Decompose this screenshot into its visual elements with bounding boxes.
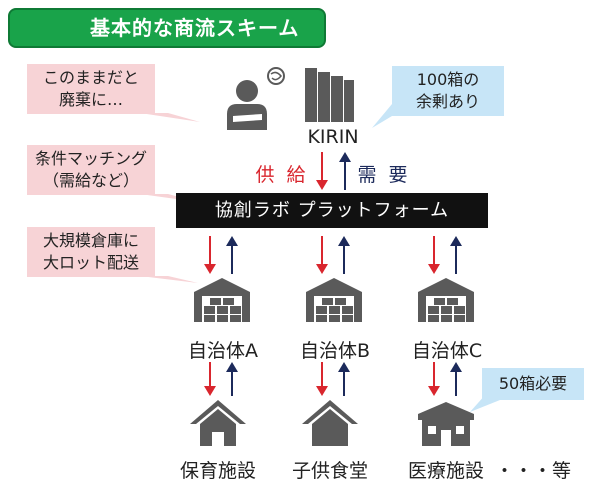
supply-label: 供 給 — [255, 164, 309, 186]
warehouse-callout-line1: 大規模倉庫に — [42, 231, 139, 250]
nursery-label: 保育施設 — [179, 460, 256, 482]
need-callout: 50箱必要 — [482, 368, 584, 400]
platform-warehouse-arrows — [204, 236, 462, 274]
warehouse-icon-a — [194, 278, 250, 322]
warehouse-callout-line2: 大ロット配送 — [42, 253, 139, 272]
surplus-callout-line2: 余剰あり — [415, 92, 480, 111]
waste-callout-tail — [140, 113, 200, 122]
etc-label: ・・・等 — [494, 460, 571, 482]
waste-callout-line1: このままだと — [42, 68, 139, 87]
demand-arrow-head — [339, 152, 351, 162]
warehouse-icon-b — [306, 278, 362, 322]
nursery-house-icon — [190, 400, 246, 446]
page-title: 基本的な商流スキーム — [8, 8, 326, 48]
waste-callout-line2: 廃棄に… — [58, 90, 123, 109]
need-callout-text: 50箱必要 — [498, 374, 568, 393]
cafeteria-label: 子供食堂 — [291, 460, 368, 482]
kirin-building-icon — [305, 68, 354, 122]
kirin-label: KIRIN — [307, 126, 359, 148]
worried-person-icon — [227, 67, 285, 130]
warehouse-icon-c — [418, 278, 474, 322]
need-callout-tail — [470, 394, 500, 412]
warehouse-callout-tail — [140, 276, 198, 283]
warehouse-callout: 大規模倉庫に大ロット配送 — [27, 227, 155, 277]
waste-callout: このままだと廃棄に… — [27, 64, 155, 114]
municipality-c-label: 自治体C — [411, 340, 483, 362]
matching-callout-line1: 条件マッチング — [34, 149, 147, 168]
clinic-label: 医療施設 — [407, 460, 484, 482]
surplus-callout-line1: 100箱の — [416, 70, 480, 89]
municipality-b-label: 自治体B — [299, 340, 371, 362]
cafeteria-house-icon — [302, 400, 358, 446]
demand-label: 需 要 — [357, 164, 411, 186]
surplus-callout-tail — [372, 104, 392, 128]
matching-callout-line2: （需給など） — [42, 171, 139, 190]
platform-bar: 協創ラボ プラットフォーム — [176, 193, 488, 228]
surplus-callout: 100箱の余剰あり — [392, 66, 504, 116]
supply-arrow-head — [316, 180, 328, 190]
municipality-facility-arrows — [204, 362, 462, 396]
municipality-a-label: 自治体A — [188, 340, 258, 362]
matching-callout: 条件マッチング （需給など） — [27, 145, 155, 195]
clinic-house-icon — [418, 402, 474, 446]
